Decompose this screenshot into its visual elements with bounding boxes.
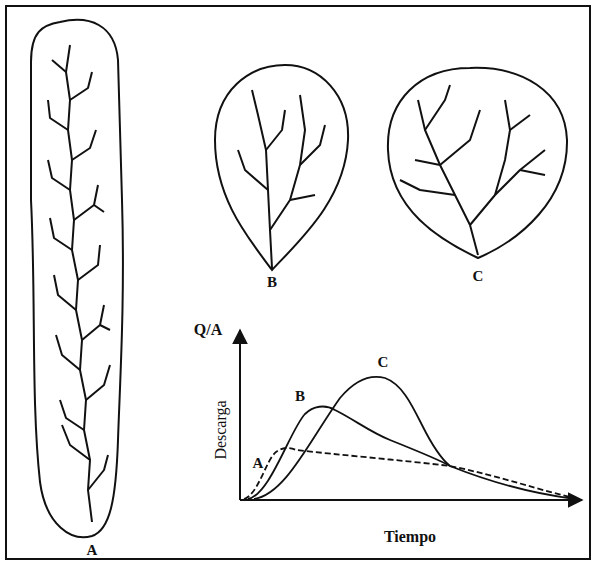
axis-title: Descarga: [213, 400, 229, 459]
curve-label: C: [378, 355, 389, 370]
basin-label: B: [267, 275, 277, 290]
chart-axes: [240, 330, 582, 500]
curve-label: A: [253, 456, 264, 471]
basin-label: A: [87, 543, 98, 558]
curve-label: B: [295, 389, 305, 404]
stream-network-c: [400, 85, 545, 255]
basin-label: C: [473, 269, 484, 284]
pear-basin: [215, 65, 348, 270]
elongated-basin: [31, 20, 123, 537]
hydrograph-curves: [244, 377, 575, 499]
frame: [6, 6, 590, 559]
stream-network-b: [238, 90, 325, 268]
axis-label: Q/A: [194, 322, 222, 338]
stream-network-a: [48, 45, 110, 522]
axis-title: Tiempo: [384, 529, 436, 545]
round-basin: [388, 68, 567, 258]
